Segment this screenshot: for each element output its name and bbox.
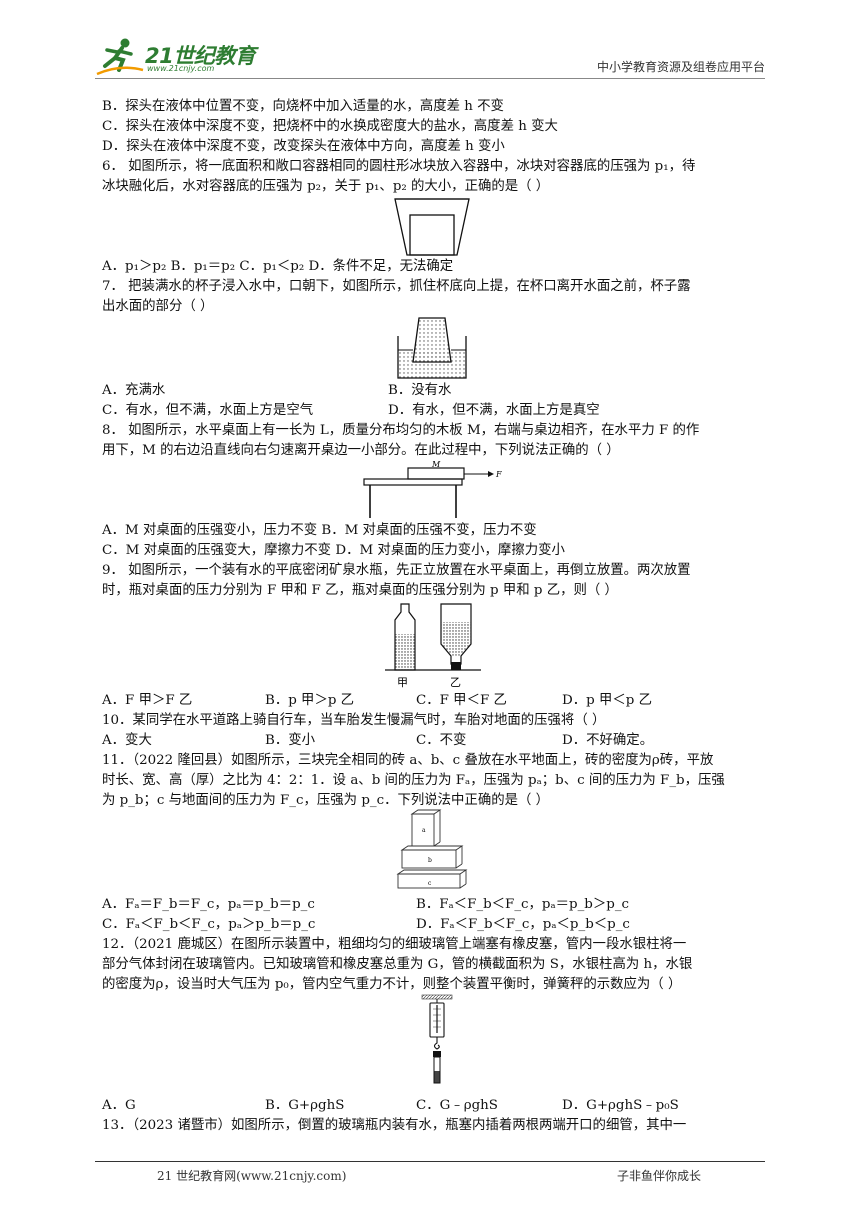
q7-option-d: D．有水，但不满，水面上方是真空 xyxy=(388,403,600,418)
q12-option-a: A．G xyxy=(102,1098,136,1113)
q11-stem-2: 时长、宽、高（厚）之比为 4：2：1．设 a、b 间的压力为 Fₐ，压强为 pₐ… xyxy=(102,773,725,788)
q6-container-figure xyxy=(394,198,470,256)
q11-stem-3: 为 p_b；c 与地面间的压力为 F_c，压强为 p_c．下列说法中正确的是（ … xyxy=(102,793,550,808)
q6-stem-1: 6． 如图所示，将一底面积和敞口容器相同的圆柱形冰块放入容器中，冰块对容器底的压… xyxy=(102,159,696,174)
q9-option-b: B．p 甲＞p 乙 xyxy=(265,693,355,708)
bottle-label-yi: 乙 xyxy=(450,676,461,689)
q12-stem-1: 12．（2021 鹿城区）在图所示装置中，粗细均匀的细玻璃管上端塞有橡皮塞，管内… xyxy=(102,937,687,952)
q9-option-a: A．F 甲＞F 乙 xyxy=(102,693,193,708)
q11-stem-1: 11．（2022 隆回县）如图所示，三块完全相同的砖 a、b、c 叠放在水平地面… xyxy=(102,753,714,768)
q8-options-cd: C．M 对桌面的压强变大，摩擦力不变 D．M 对桌面的压力变小，摩擦力变小 xyxy=(102,543,565,558)
q5-option-b: B．探头在液体中位置不变，向烧杯中加入适量的水，高度差 h 不变 xyxy=(102,99,504,114)
footer-source: 21 世纪教育网(www.21cnjy.com) xyxy=(157,1169,347,1183)
q9-option-d: D．p 甲＜p 乙 xyxy=(562,693,652,708)
page-header: 21世纪教育 www.21cnjy.com 中小学教育资源及组卷应用平台 xyxy=(95,36,765,80)
q5-option-d: D．探头在液体中深度不变，改变探头在液体中方向，高度差 h 变小 xyxy=(102,139,505,154)
q11-option-d: D．Fₐ＜F_b＜F_c，pₐ＜p_b＜p_c xyxy=(416,917,630,932)
q10-option-a: A．变大 xyxy=(102,733,152,748)
q9-stem-2: 时，瓶对桌面的压力分别为 F 甲和 F 乙，瓶对桌面的压强分别为 p 甲和 p … xyxy=(102,583,618,598)
q7-stem-1: 7． 把装满水的杯子浸入水中，口朝下，如图所示，抓住杯底向上提，在杯口离开水面之… xyxy=(102,279,691,294)
q11-option-b: B．Fₐ＜F_b＜F_c，pₐ＝p_b＞p_c xyxy=(416,897,630,912)
q12-stem-2: 部分气体封闭在玻璃管内。已知玻璃管和橡皮塞总重为 G，管的横截面积为 S，水银柱… xyxy=(102,957,693,972)
q11-option-a: A．Fₐ＝F_b＝F_c，pₐ＝p_b＝p_c xyxy=(102,897,315,912)
q8-stem-1: 8． 如图所示，水平桌面上有一长为 L，质量分布均匀的木板 M，右端与桌边相齐，… xyxy=(102,423,700,438)
board-label: M xyxy=(431,460,441,469)
runner-logo-icon xyxy=(96,38,144,76)
q12-stem-3: 的密度为ρ，设当时大气压为 p₀，管内空气重力不计，则整个装置平衡时，弹簧秤的示… xyxy=(102,977,682,992)
q11-bricks-figure: a b c xyxy=(396,809,468,889)
q7-stem-2: 出水面的部分（ ） xyxy=(102,299,214,314)
platform-name: 中小学教育资源及组卷应用平台 xyxy=(596,60,765,74)
bottle-label-jia: 甲 xyxy=(397,676,408,689)
q5-option-c: C．探头在液体中深度不变，把烧杯中的水换成密度大的盐水，高度差 h 变大 xyxy=(102,119,558,134)
q9-bottles-figure: 甲 乙 xyxy=(385,603,481,689)
q9-stem-1: 9． 如图所示，一个装有水的平底密闭矿泉水瓶，先正立放置在水平桌面上，再倒立放置… xyxy=(102,563,691,578)
logo-url: www.21cnjy.com xyxy=(147,64,215,73)
footer-slogan: 子非鱼伴你成长 xyxy=(617,1169,702,1183)
q12-option-b: B．G+ρghS xyxy=(265,1098,345,1113)
force-label: F xyxy=(495,470,502,479)
q6-options: A．p₁＞p₂ B．p₁＝p₂ C．p₁＜p₂ D．条件不足，无法确定 xyxy=(102,259,454,274)
logo-text: 21世纪教育 xyxy=(145,44,256,68)
q7-option-c: C．有水，但不满，水面上方是空气 xyxy=(102,403,314,418)
q8-stem-2: 用下，M 的右边沿直线向右匀速离开桌边一小部分。在此过程中，下列说法正确的（ ） xyxy=(102,443,620,458)
q10-option-b: B．变小 xyxy=(265,733,316,748)
q7-cup-figure xyxy=(397,317,467,379)
q10-stem: 10．某同学在水平道路上骑自行车，当车胎发生慢漏气时，车胎对地面的压强将（ ） xyxy=(102,713,606,728)
q12-option-c: C．G﹣ρghS xyxy=(416,1098,498,1113)
brick-label-b: b xyxy=(428,857,432,864)
q12-spring-scale-figure xyxy=(421,994,453,1084)
q11-option-c: C．Fₐ＜F_b＜F_c，pₐ＞p_b＝p_c xyxy=(102,917,316,932)
q10-option-c: C．不变 xyxy=(416,733,467,748)
brick-label-a: a xyxy=(422,827,426,834)
q7-option-b: B．没有水 xyxy=(388,383,452,398)
q13-stem-1: 13．（2023 诸暨市）如图所示，倒置的玻璃瓶内装有水，瓶塞内插着两根两端开口… xyxy=(102,1118,687,1133)
q9-option-c: C．F 甲＜F 乙 xyxy=(416,693,507,708)
q7-option-a: A．充满水 xyxy=(102,383,166,398)
header-divider xyxy=(95,78,765,79)
q8-table-board-figure: M F xyxy=(363,460,502,518)
q10-option-d: D．不好确定。 xyxy=(562,733,654,748)
q8-options-ab: A．M 对桌面的压强变小，压力不变 B．M 对桌面的压强不变，压力不变 xyxy=(102,523,537,538)
brick-label-c: c xyxy=(428,880,432,887)
footer-divider xyxy=(95,1161,765,1162)
q6-stem-2: 冰块融化后，水对容器底的压强为 p₂，关于 p₁、p₂ 的大小，正确的是（ ） xyxy=(102,179,550,194)
q12-option-d: D．G+ρghS﹣p₀S xyxy=(562,1098,679,1113)
logo: 21世纪教育 www.21cnjy.com xyxy=(95,36,265,78)
